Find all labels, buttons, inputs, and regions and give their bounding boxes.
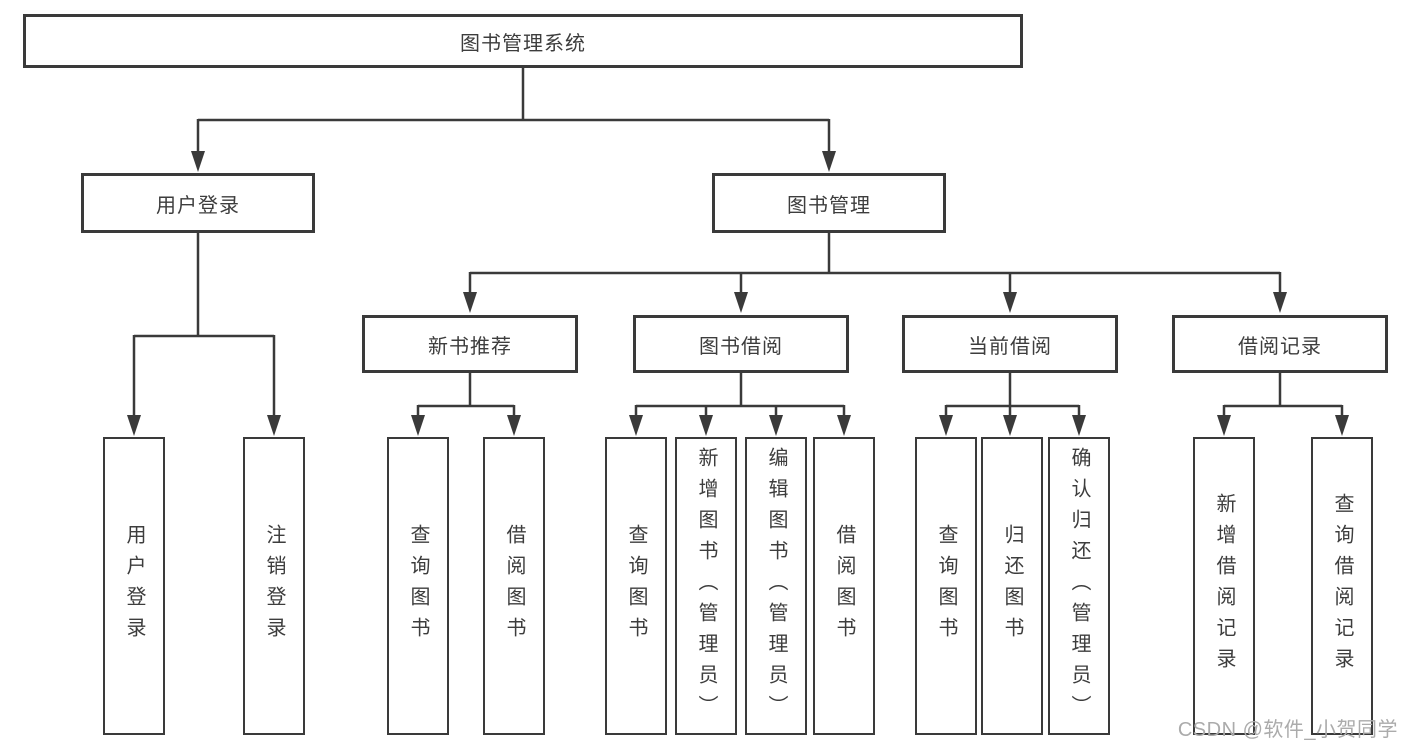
node-leaf-return-book: 归还图书 bbox=[981, 437, 1043, 735]
node-current-borrow: 当前借阅 bbox=[902, 315, 1118, 373]
node-leaf-logout: 注销登录 bbox=[243, 437, 305, 735]
node-leaf-user-login: 用户登录 bbox=[103, 437, 165, 735]
node-leaf-confirm-return-admin-label: 确认归还（管理员） bbox=[1068, 446, 1090, 726]
node-leaf-borrow-books-recommend-label: 借阅图书 bbox=[503, 524, 525, 648]
node-leaf-borrow-books-recommend: 借阅图书 bbox=[483, 437, 545, 735]
node-user-login-label: 用户登录 bbox=[156, 194, 240, 217]
node-leaf-edit-book-admin-label: 编辑图书（管理员） bbox=[765, 446, 787, 726]
node-leaf-edit-book-admin: 编辑图书（管理员） bbox=[745, 437, 807, 735]
node-leaf-borrow-books-label: 借阅图书 bbox=[833, 524, 855, 648]
node-root: 图书管理系统 bbox=[23, 14, 1023, 68]
node-borrow-records: 借阅记录 bbox=[1172, 315, 1388, 373]
node-leaf-add-borrow-record: 新增借阅记录 bbox=[1193, 437, 1255, 735]
node-new-book-recommend-label: 新书推荐 bbox=[428, 335, 512, 358]
node-leaf-return-book-label: 归还图书 bbox=[1001, 524, 1023, 648]
node-leaf-query-books-recommend-label: 查询图书 bbox=[407, 524, 429, 648]
node-leaf-query-books-borrow-label: 查询图书 bbox=[625, 524, 647, 648]
node-leaf-logout-label: 注销登录 bbox=[263, 524, 285, 648]
node-new-book-recommend: 新书推荐 bbox=[362, 315, 578, 373]
node-book-management: 图书管理 bbox=[712, 173, 946, 233]
node-book-borrow-label: 图书借阅 bbox=[699, 335, 783, 358]
node-leaf-query-borrow-record-label: 查询借阅记录 bbox=[1331, 493, 1353, 679]
node-leaf-confirm-return-admin: 确认归还（管理员） bbox=[1048, 437, 1110, 735]
node-leaf-query-borrow-record: 查询借阅记录 bbox=[1311, 437, 1373, 735]
node-leaf-borrow-books: 借阅图书 bbox=[813, 437, 875, 735]
node-leaf-add-borrow-record-label: 新增借阅记录 bbox=[1213, 493, 1235, 679]
node-leaf-user-login-label: 用户登录 bbox=[123, 524, 145, 648]
node-leaf-query-books-current-label: 查询图书 bbox=[935, 524, 957, 648]
node-current-borrow-label: 当前借阅 bbox=[968, 335, 1052, 358]
node-leaf-query-books-borrow: 查询图书 bbox=[605, 437, 667, 735]
node-leaf-query-books-recommend: 查询图书 bbox=[387, 437, 449, 735]
node-book-management-label: 图书管理 bbox=[787, 194, 871, 217]
node-leaf-add-book-admin: 新增图书（管理员） bbox=[675, 437, 737, 735]
node-borrow-records-label: 借阅记录 bbox=[1238, 335, 1322, 358]
node-leaf-query-books-current: 查询图书 bbox=[915, 437, 977, 735]
node-leaf-add-book-admin-label: 新增图书（管理员） bbox=[695, 446, 717, 726]
node-root-label: 图书管理系统 bbox=[460, 32, 586, 55]
node-user-login: 用户登录 bbox=[81, 173, 315, 233]
node-book-borrow: 图书借阅 bbox=[633, 315, 849, 373]
